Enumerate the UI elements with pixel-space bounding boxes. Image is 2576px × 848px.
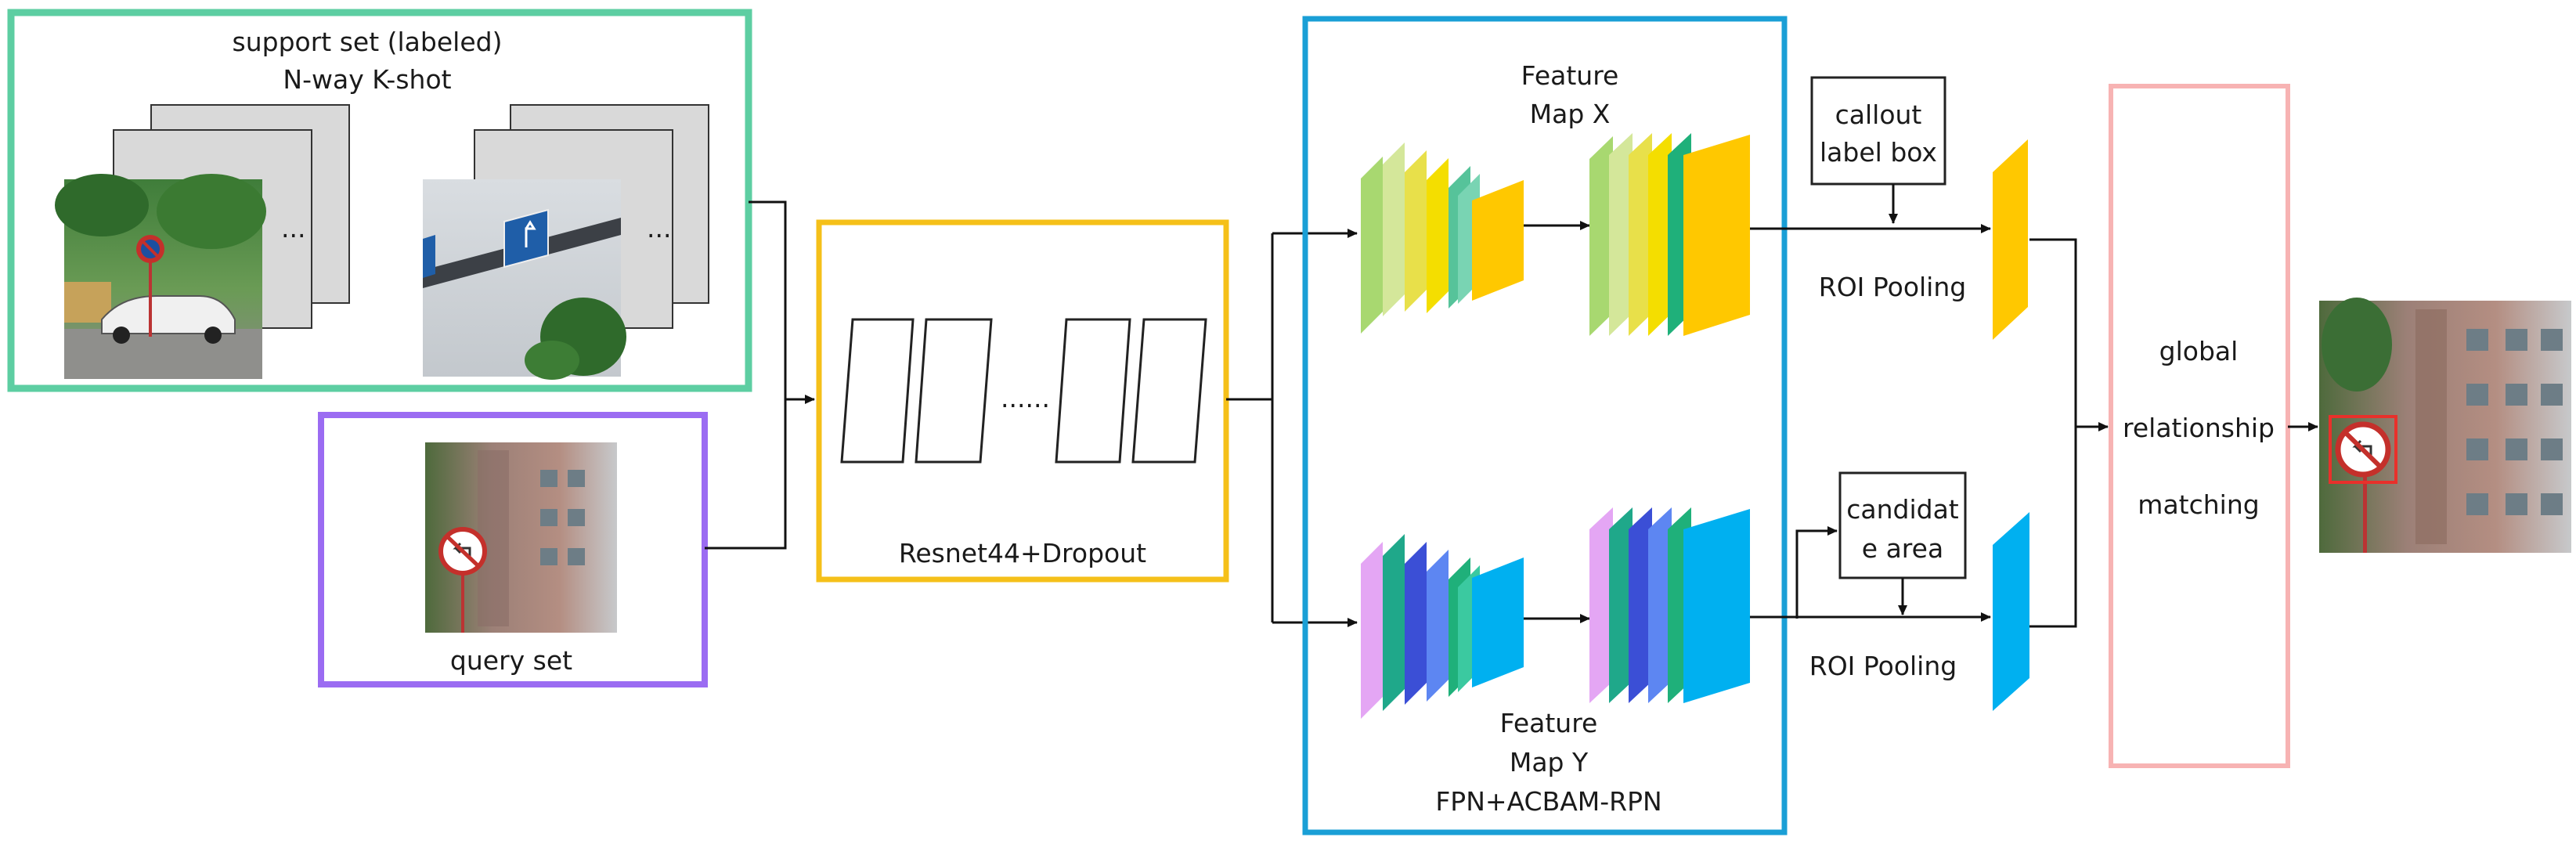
feature-map-x-large — [1589, 133, 1750, 336]
support-image-stack-1: ... — [55, 104, 350, 379]
feature-map-y-title-1: Feature — [1500, 708, 1598, 738]
arrow-to-candidate — [1795, 526, 1838, 619]
support-stack-1-ellipsis: ... — [281, 213, 305, 244]
feature-map-y-title-2: Map Y — [1510, 747, 1589, 778]
output-image — [2319, 298, 2571, 553]
roi-pooling-top-label: ROI Pooling — [1819, 272, 1966, 302]
feature-map-y-small — [1361, 534, 1524, 719]
feature-map-x-title-1: Feature — [1521, 60, 1619, 91]
roi-pooling-bottom-label: ROI Pooling — [1809, 651, 1957, 681]
feature-map-x-title-2: Map X — [1530, 99, 1611, 129]
callout-line-1: callout — [1835, 99, 1922, 130]
detection-box — [2329, 415, 2397, 484]
support-stack-2-ellipsis: ... — [647, 213, 671, 244]
callout-line-2: label box — [1820, 137, 1937, 168]
support-image-direction-sign — [423, 179, 626, 380]
detected-no-left-turn-sign-icon — [2335, 421, 2391, 478]
backbone-border — [816, 219, 1229, 583]
query-set-border — [318, 412, 708, 687]
candidate-area-box — [1838, 471, 1967, 579]
no-parking-sign-icon — [136, 235, 164, 263]
query-set-panel: query set — [318, 412, 708, 687]
query-image — [425, 442, 617, 633]
candidate-line-1: candidat — [1846, 494, 1959, 525]
roi-feature-top — [1993, 139, 2028, 340]
fpn-panel: Feature Map X — [1302, 16, 1788, 835]
no-left-turn-sign-icon — [438, 527, 487, 576]
matching-line-1: global — [2159, 336, 2239, 366]
backbone-layers — [840, 318, 1207, 464]
backbone-label: Resnet44+Dropout — [899, 538, 1146, 568]
direction-sign-icon — [503, 208, 549, 269]
roi-feature-bottom — [1993, 512, 2029, 711]
roi-section: callout label box ROI Pooling candidat e… — [1750, 76, 2029, 711]
support-image-no-parking — [55, 174, 266, 379]
support-set-panel: support set (labeled) N-way K-shot ... — [7, 9, 752, 392]
support-set-title: support set (labeled) — [233, 27, 503, 57]
callout-label-box — [1810, 76, 1946, 186]
roi-to-matching-connectors — [2029, 238, 2109, 628]
support-image-stack-2: ... — [423, 104, 709, 380]
fpn-border — [1302, 16, 1788, 835]
support-set-subtitle: N-way K-shot — [283, 64, 451, 95]
candidate-line-2: e area — [1862, 533, 1943, 564]
feature-map-x-small — [1361, 143, 1524, 334]
backbone-to-fpn-connectors — [1226, 229, 1358, 627]
backbone-panel: ...... Resnet44+Dropout — [816, 219, 1229, 583]
matching-line-2: relationship — [2123, 413, 2275, 443]
query-set-label: query set — [450, 645, 572, 676]
matching-line-3: matching — [2138, 489, 2259, 520]
matching-panel: global relationship matching — [2109, 84, 2290, 768]
feature-map-y-large — [1589, 507, 1750, 703]
input-connectors — [705, 200, 815, 550]
support-set-border — [7, 9, 752, 392]
fpn-label: FPN+ACBAM-RPN — [1435, 786, 1661, 817]
backbone-ellipsis: ...... — [1001, 383, 1050, 413]
